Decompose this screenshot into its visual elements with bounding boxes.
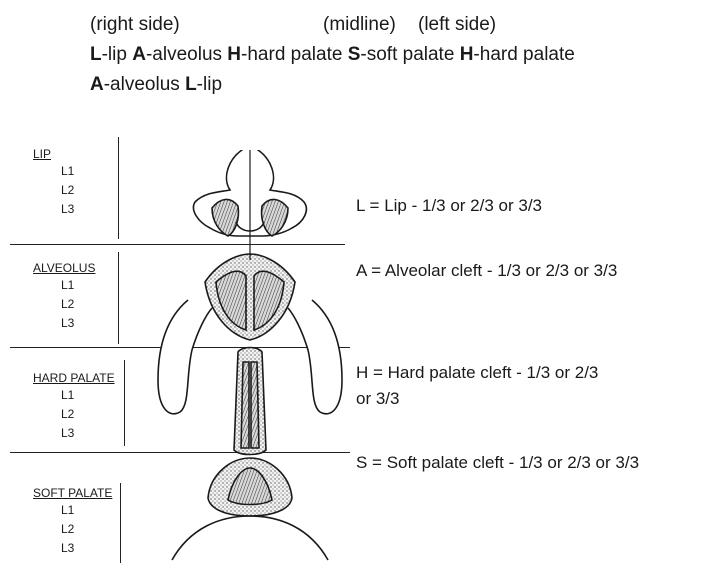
- right-side-label: (right side): [90, 12, 180, 38]
- level-label: L2: [33, 520, 112, 539]
- sequence-line-1: L-lip A-alveolus H-hard palate S-soft pa…: [90, 42, 575, 68]
- soft-palate-divider-vertical: [120, 483, 121, 563]
- section-heading: SOFT PALATE: [33, 485, 112, 501]
- section-lip: LIP L1 L2 L3: [33, 146, 74, 219]
- section-heading: LIP: [33, 146, 74, 162]
- level-label: L3: [33, 424, 115, 443]
- seq1-text-1: -alveolus: [146, 44, 227, 65]
- seq1-letter-2: H: [227, 44, 241, 65]
- sequence-line-2: A-alveolus L-lip: [90, 72, 222, 98]
- seq2-text-0: -alveolus: [104, 74, 185, 95]
- legend-hard-palate-line-1: H = Hard palate cleft - 1/3 or 2/3: [356, 360, 598, 386]
- level-label: L3: [33, 314, 95, 333]
- seq1-letter-3: S: [348, 44, 361, 65]
- level-label: L2: [33, 181, 74, 200]
- left-side-label: (left side): [418, 12, 496, 38]
- level-label: L3: [33, 539, 112, 558]
- legend-lip: L = Lip - 1/3 or 2/3 or 3/3: [356, 193, 542, 219]
- legend-hard-palate-line-2: or 3/3: [356, 386, 399, 412]
- alveolus-divider-vertical: [118, 252, 119, 344]
- level-label: L2: [33, 405, 115, 424]
- hard-palate-drawing: [234, 348, 266, 455]
- level-label: L1: [33, 386, 115, 405]
- seq2-text-1: -lip: [197, 74, 222, 95]
- section-soft-palate: SOFT PALATE L1 L2 L3: [33, 485, 112, 558]
- section-alveolus: ALVEOLUS L1 L2 L3: [33, 260, 95, 333]
- seq1-text-2: -hard palate: [241, 44, 348, 65]
- seq1-letter-1: A: [132, 44, 146, 65]
- level-label: L2: [33, 295, 95, 314]
- seq1-text-3: -soft palate: [360, 44, 459, 65]
- legend-alveolar: A = Alveolar cleft - 1/3 or 2/3 or 3/3: [356, 258, 617, 284]
- seq2-letter-1: L: [185, 74, 197, 95]
- cleft-anatomy-drawing: [150, 150, 355, 565]
- midline-label: (midline): [323, 12, 396, 38]
- section-heading: ALVEOLUS: [33, 260, 95, 276]
- level-label: L1: [33, 501, 112, 520]
- seq1-letter-0: L: [90, 44, 102, 65]
- seq1-letter-4: H: [460, 44, 474, 65]
- lip-divider-vertical: [118, 137, 119, 239]
- legend-soft-palate: S = Soft palate cleft - 1/3 or 2/3 or 3/…: [356, 450, 639, 476]
- level-label: L1: [33, 276, 95, 295]
- seq1-text-0: -lip: [102, 44, 133, 65]
- seq2-letter-0: A: [90, 74, 104, 95]
- seq1-text-4: -hard palate: [473, 44, 574, 65]
- section-heading: HARD PALATE: [33, 370, 115, 386]
- level-label: L3: [33, 200, 74, 219]
- hard-palate-divider-vertical: [124, 360, 125, 446]
- section-hard-palate: HARD PALATE L1 L2 L3: [33, 370, 115, 443]
- soft-palate-drawing: [172, 458, 328, 560]
- level-label: L1: [33, 162, 74, 181]
